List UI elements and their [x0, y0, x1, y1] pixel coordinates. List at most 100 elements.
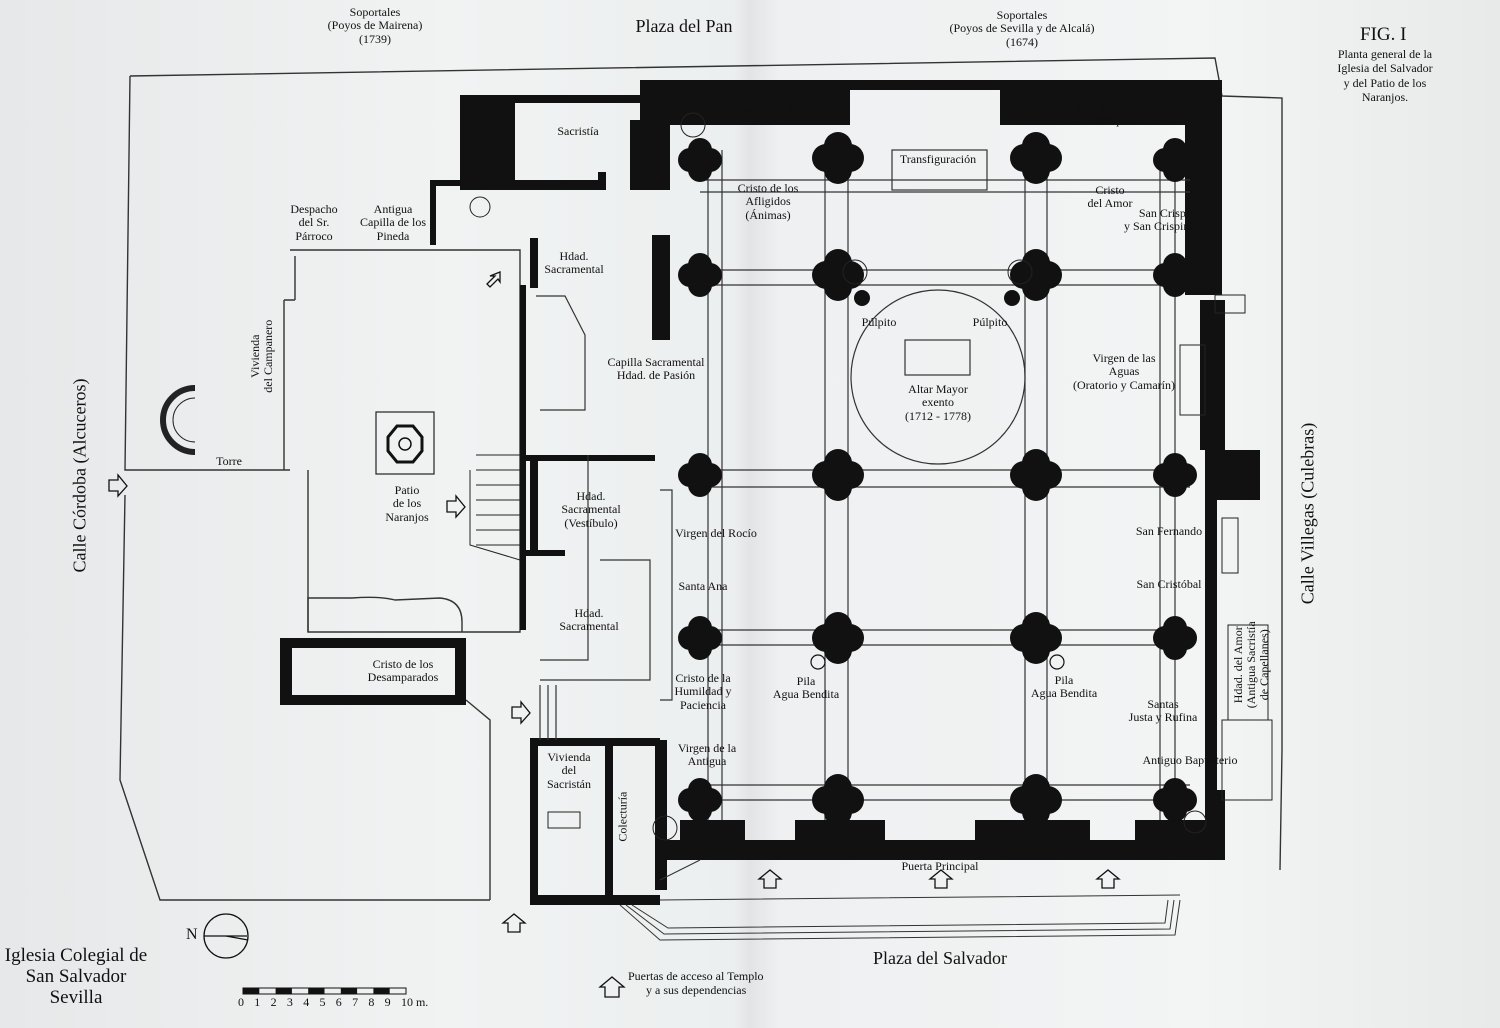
room-antigua-capilla: Antigua Capilla de los Pineda: [360, 202, 426, 243]
room-hdad-amor: Hdad. del Amor (Antigua Sacristía de Cap…: [1231, 615, 1272, 715]
room-cristo-humildad: Cristo de la Humildad y Paciencia: [674, 671, 732, 712]
room-san-cristobal: San Cristóbal: [1136, 577, 1202, 591]
scale-label: 10 m.: [400, 995, 429, 1009]
north-label: N: [186, 926, 198, 943]
room-pulpito-right: Púlpito: [972, 315, 1008, 329]
room-line: Agua Bendita: [1030, 686, 1098, 701]
room-virgen-aguas: Virgen de las Aguas (Oratorio y Camarín): [1073, 351, 1175, 392]
scale-label: 1: [254, 995, 261, 1009]
room-despacho: Despacho del Sr. Párroco: [290, 202, 338, 243]
room-line: Altar Mayor: [908, 382, 968, 396]
room-line: Naranjos: [385, 509, 429, 524]
room-line: Despacho: [290, 202, 338, 216]
portico-line: Soportales: [349, 5, 401, 19]
room-line: del Campanero: [261, 319, 275, 393]
room-line: Afligidos: [745, 194, 791, 209]
church-name-line: Sevilla: [49, 986, 103, 1008]
room-line: Agua Bendita: [772, 687, 840, 702]
room-line: Cristo de los: [737, 181, 799, 195]
scale-label: 0: [238, 995, 244, 1009]
legend-access: Puertas de acceso al Templo y a sus depe…: [628, 969, 764, 998]
room-line: (Vestíbulo): [564, 515, 618, 530]
holy-water-fonts: [810, 654, 1065, 670]
portico-line: (Poyos de Sevilla y de Alcalá): [949, 21, 1095, 36]
room-line: Pineda: [376, 228, 410, 243]
legend-line: y a sus dependencias: [646, 983, 747, 998]
room-line: Antigua: [687, 754, 727, 769]
room-line: Sacristán: [547, 776, 591, 791]
room-line: Hdad.: [559, 249, 589, 263]
room-line: Capilla de los: [360, 215, 426, 230]
room-altar-mayor: Altar Mayor exento (1712 - 1778): [905, 382, 971, 423]
room-sala-reuniones: Sala de reuniones Parroquiales: [1074, 100, 1160, 128]
portico-line: (1739): [358, 31, 391, 46]
scale-bar: [242, 987, 407, 995]
room-line: Parroquiales: [1087, 113, 1147, 128]
scale-label: 2: [270, 995, 277, 1009]
room-line: Sacramental: [561, 502, 621, 517]
room-line: Sala de reuniones: [1074, 100, 1160, 114]
room-virgen-antigua: Virgen de la Antigua: [678, 741, 736, 769]
figure-caption-line: y del Patio de los Naranjos.: [1343, 75, 1427, 105]
room-cristo-afligidos: Cristo de los Afligidos (Ánimas): [737, 181, 799, 222]
room-line: Humildad y: [674, 684, 732, 699]
room-line: de los: [392, 496, 422, 511]
room-line: Hdad.: [574, 606, 604, 620]
room-patio: Patio de los Naranjos: [385, 483, 429, 524]
room-pila-right: Pila Agua Bendita: [1030, 673, 1098, 701]
room-hdad-sacramental-low: Hdad. Sacramental: [559, 606, 619, 634]
room-line: de Capellanes): [1257, 629, 1272, 701]
room-line: Pila: [796, 674, 816, 688]
room-line: Virgen de las: [1092, 351, 1156, 365]
church-walls: [280, 80, 1260, 905]
room-line: del: [561, 763, 577, 778]
street-calle-cordoba: Calle Córdoba (Alcuceros): [69, 378, 90, 573]
figure-number: FIG. I: [1360, 24, 1407, 45]
scale-label: 4: [303, 995, 310, 1009]
room-antiguo-baptisterio: Antiguo Baptisterio: [1142, 753, 1238, 767]
room-line: Hdad.: [576, 489, 606, 503]
scale-label: 3: [286, 995, 293, 1009]
room-line: (Ánimas): [745, 207, 791, 222]
church-name-line: Iglesia Colegial de: [4, 945, 148, 966]
room-line: y San Crispiniano: [1124, 219, 1210, 234]
access-arrows: [108, 271, 1121, 998]
room-capilla-sacramental: Capilla Sacramental Hdad. de Pasión: [608, 355, 705, 383]
legend-line: Puertas de acceso al Templo: [628, 969, 764, 983]
room-line: Cristo de los: [372, 657, 434, 671]
room-line: Sacramental: [559, 619, 619, 634]
portico-line: Soportales: [996, 8, 1048, 22]
room-line: Antigua: [373, 202, 413, 216]
room-line: Vivienda: [547, 750, 591, 764]
room-line: del Sr.: [298, 215, 330, 230]
room-line: (1712 - 1778): [905, 408, 971, 423]
scale-label: 5: [319, 995, 326, 1009]
portico-line: (Poyos de Mairena): [327, 18, 423, 33]
scale-label: 6: [335, 995, 342, 1009]
room-line: Paciencia: [680, 697, 726, 712]
scale-label: 8: [368, 995, 375, 1009]
room-san-crispin: San Crispín y San Crispiniano: [1124, 206, 1210, 234]
room-line: Justa y Rufina: [1128, 710, 1198, 725]
stairs: [160, 112, 1273, 841]
north-arrow: [203, 913, 249, 959]
room-line: Desamparados: [367, 670, 439, 685]
street-plaza-del-salvador: Plaza del Salvador: [873, 948, 1007, 968]
room-hdad-sacramental-top: Hdad. Sacramental: [544, 249, 603, 277]
pillars: [678, 132, 1197, 826]
room-sacristia-alta: Sacristía alta: [737, 102, 799, 116]
room-sacristia: Sacristía: [557, 124, 599, 138]
south-steps: [619, 859, 1181, 941]
room-torre: Torre: [216, 454, 242, 468]
room-line: Patio: [394, 483, 420, 497]
street-calle-villegas: Calle Villegas (Culebras): [1297, 422, 1318, 605]
room-cristo-desamparados: Cristo de los Desamparados: [367, 657, 439, 685]
room-santas-justa: Santas Justa y Rufina: [1128, 697, 1198, 725]
room-line: (Oratorio y Camarín): [1073, 377, 1175, 392]
room-line: Santas: [1147, 697, 1179, 711]
scale-label: 7: [352, 995, 359, 1009]
church-name-line: San Salvador: [25, 965, 127, 987]
room-colecturia: Colecturía: [615, 791, 630, 842]
